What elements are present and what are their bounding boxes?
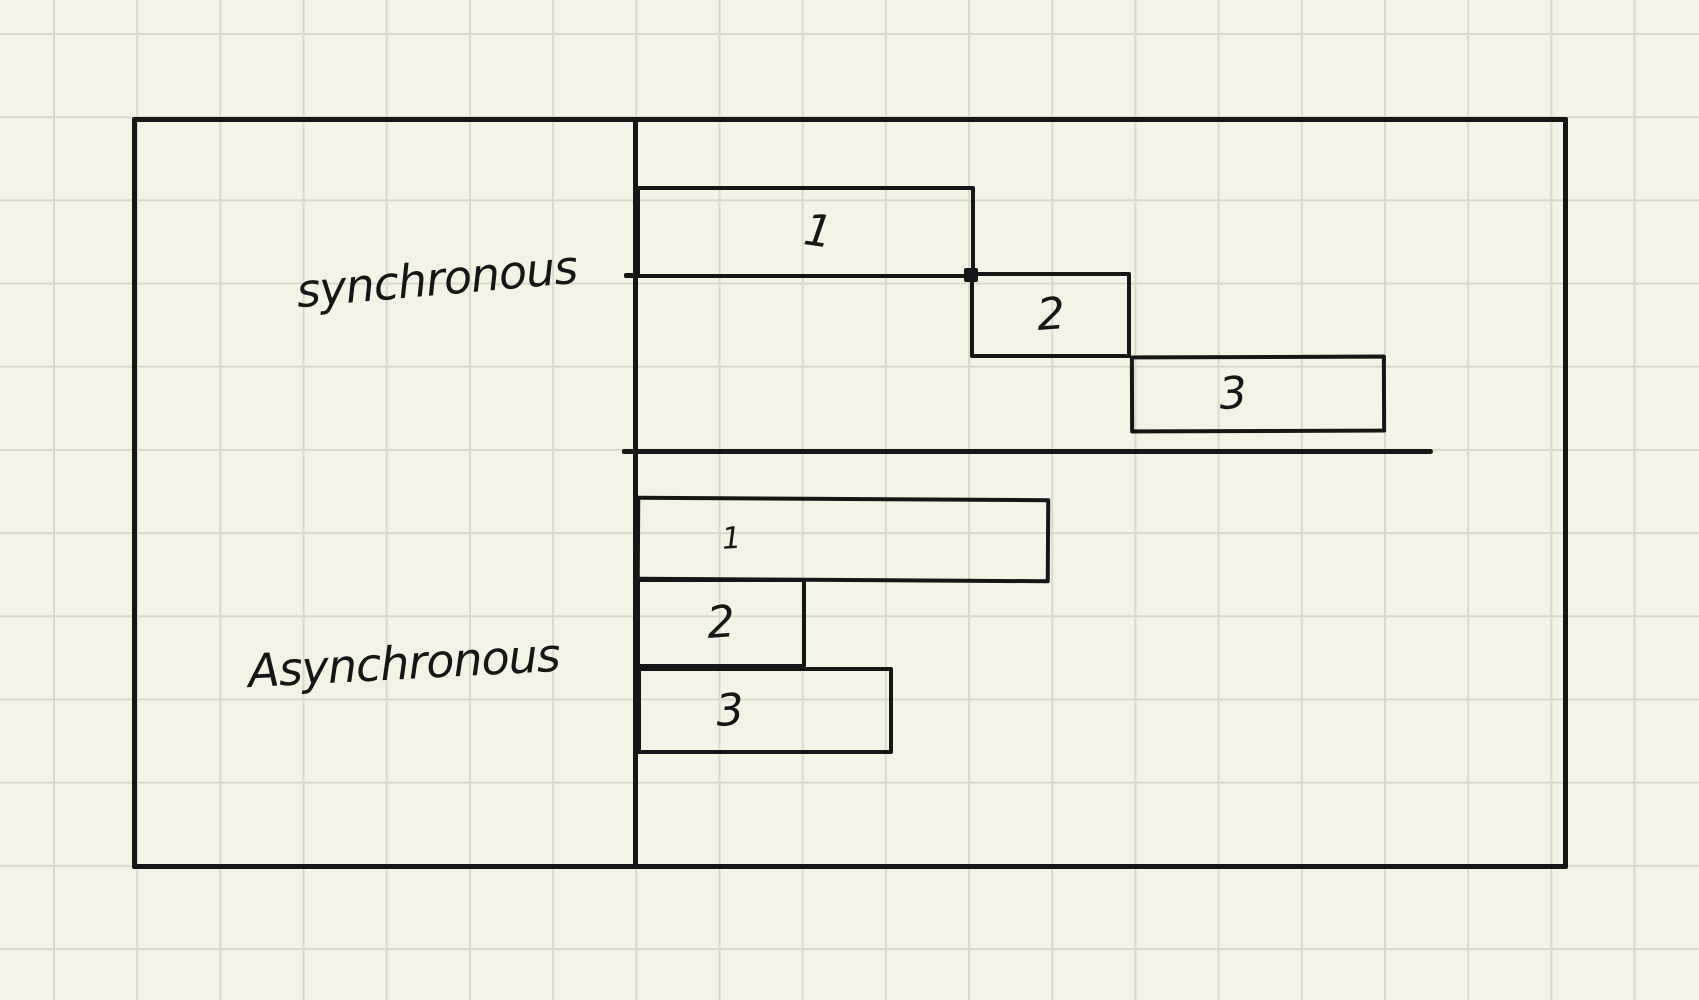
outer-frame bbox=[132, 117, 1568, 869]
sync-task-1-number: 1 bbox=[800, 204, 835, 259]
category-axis-line bbox=[633, 117, 638, 867]
async-task-box-3: 3 bbox=[637, 667, 893, 754]
async-task-2-number: 2 bbox=[705, 596, 737, 649]
sync-task-box-3: 3 bbox=[1129, 354, 1387, 434]
axis-tick bbox=[622, 449, 636, 454]
async-task-box-2: 2 bbox=[636, 578, 806, 668]
axis-tick bbox=[624, 273, 638, 278]
async-task-1-number: 1 bbox=[720, 520, 743, 557]
sync-task-box-1: 1 bbox=[636, 186, 975, 278]
section-divider-line bbox=[630, 449, 1433, 454]
box-junction-dot bbox=[964, 268, 978, 282]
sync-task-3-number: 3 bbox=[1217, 367, 1249, 421]
async-task-3-number: 3 bbox=[714, 683, 746, 737]
sync-task-box-2: 2 bbox=[970, 272, 1131, 358]
sync-task-2-number: 2 bbox=[1034, 288, 1067, 341]
async-task-box-1: 1 bbox=[635, 495, 1051, 584]
